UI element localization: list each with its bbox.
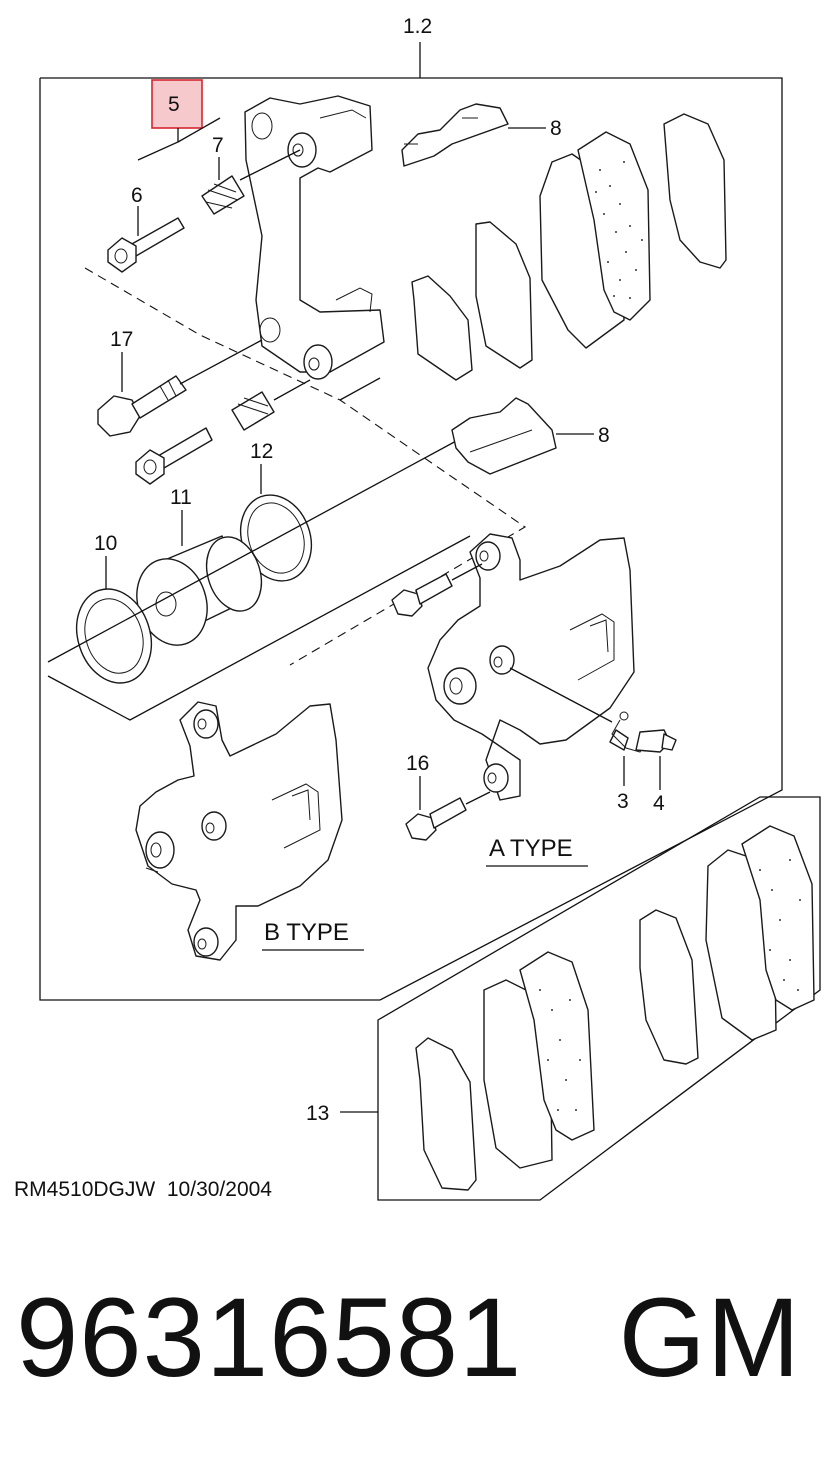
brake-pads-set <box>411 113 727 381</box>
label-5: 5 <box>168 93 180 116</box>
shim-bottom <box>451 397 557 475</box>
guide-pin-upper <box>107 217 185 273</box>
brake-caliper-exploded-diagram: 1.2 13 5 6 7 17 <box>39 15 821 1201</box>
assembly-outline <box>39 77 783 1001</box>
label-7: 7 <box>212 134 224 157</box>
label-10: 10 <box>94 532 117 555</box>
guide-pin-lower <box>135 427 213 485</box>
label-17: 17 <box>110 328 133 351</box>
caliper-bracket <box>244 95 385 380</box>
caliper-a-type <box>427 533 635 801</box>
label-8-top: 8 <box>550 117 562 140</box>
pad-kit-outline <box>377 796 821 1201</box>
label-3: 3 <box>617 790 629 813</box>
bolt-17 <box>97 375 187 437</box>
assembly-label: 1.2 <box>403 15 432 38</box>
label-a-type: A TYPE <box>489 835 573 862</box>
boot-lower <box>231 391 275 431</box>
label-6: 6 <box>131 184 143 207</box>
label-b-type: B TYPE <box>264 919 349 946</box>
boot-upper <box>201 175 245 215</box>
diagram-code: RM4510DGJW <box>14 1178 156 1201</box>
shim-top <box>401 103 509 167</box>
bolt-16 <box>405 797 467 841</box>
label-11: 11 <box>170 486 192 509</box>
diagram-date: 10/30/2004 <box>166 1178 272 1201</box>
diagram-reference-code: RM4510DGJW 10/30/2004 <box>14 1178 272 1202</box>
brand-name: GM <box>618 1275 802 1400</box>
part-number: 96316581 <box>16 1275 523 1400</box>
piston-11 <box>136 535 263 646</box>
label-8-bottom: 8 <box>598 424 610 447</box>
bleeder-screw-4 <box>635 729 677 753</box>
pad-kit-13 <box>415 825 815 1191</box>
part-number-caption: 96316581 GM <box>16 1282 801 1394</box>
label-4: 4 <box>653 792 665 815</box>
label-16: 16 <box>406 752 429 775</box>
label-13: 13 <box>306 1102 329 1125</box>
label-12: 12 <box>250 440 273 463</box>
dust-boot-10 <box>75 588 153 684</box>
caliper-b-type <box>135 701 343 961</box>
highlight-box-5[interactable] <box>151 79 203 129</box>
bolt-a-upper <box>391 573 453 617</box>
